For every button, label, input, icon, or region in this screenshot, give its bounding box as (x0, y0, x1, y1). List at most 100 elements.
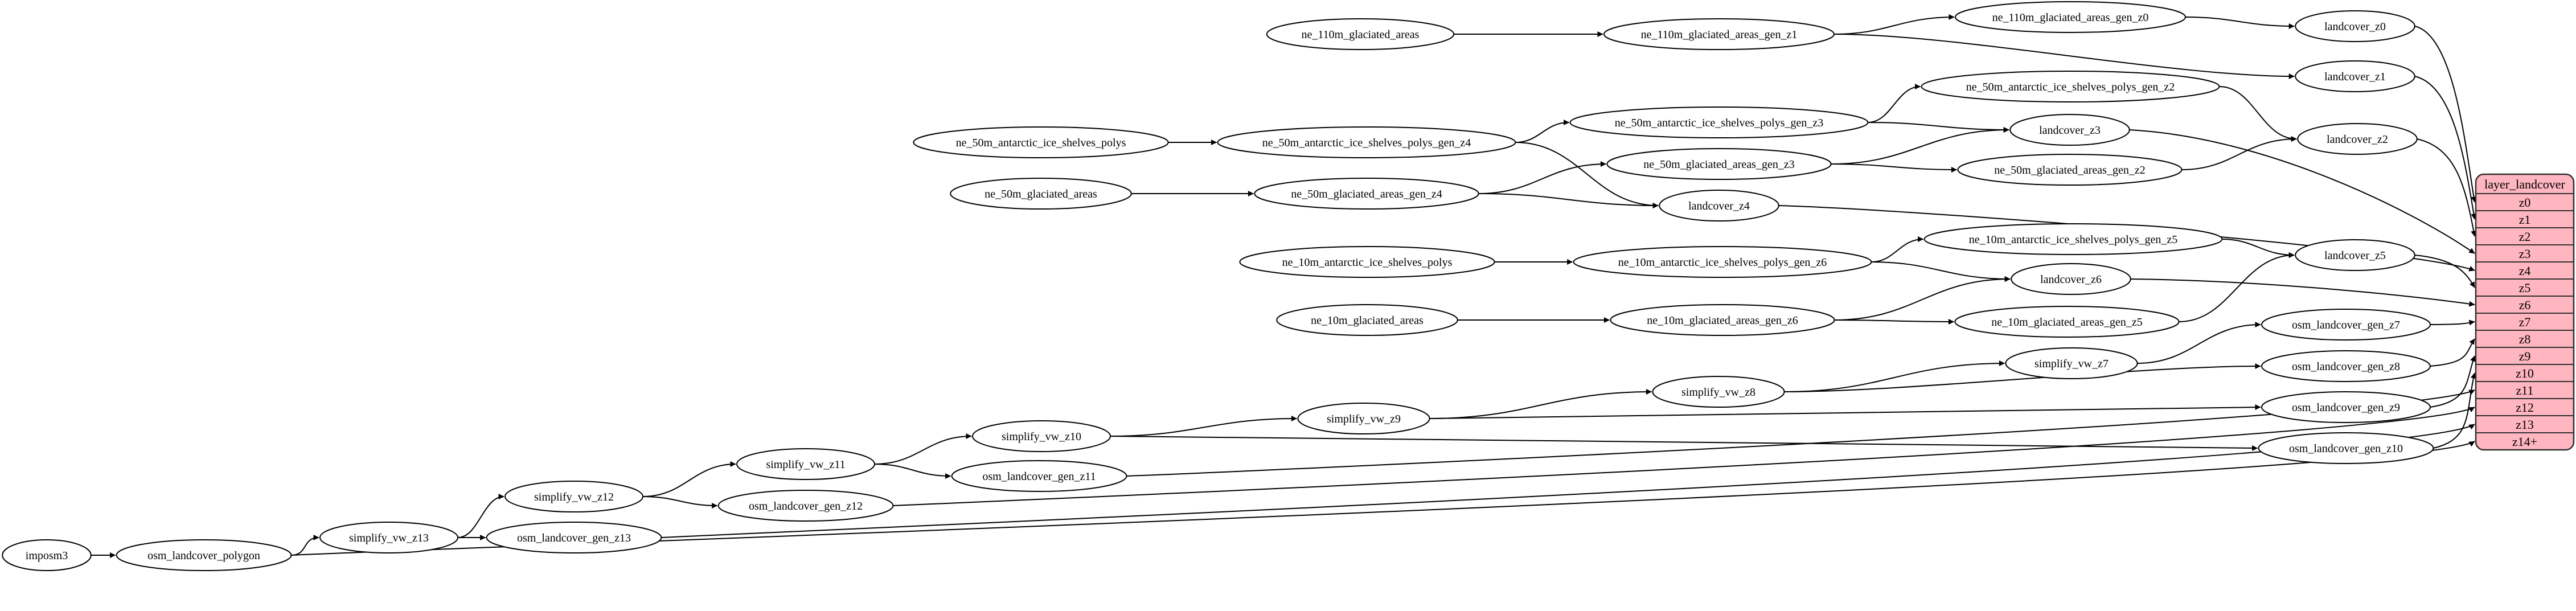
node-label: ne_10m_glaciated_areas_gen_z5 (1991, 316, 2142, 329)
edge-landcover_z2-to-layer-row-z2 (2417, 138, 2477, 237)
node-label: simplify_vw_z10 (1002, 430, 1081, 443)
edge-osm_landcover_gen_z7-to-layer-row-z7 (2430, 319, 2475, 326)
edge-ne_10m_antarctic_ice_shelves_polys_gen_z6-to-landcover_z6 (1871, 261, 2011, 282)
node-label: ne_110m_glaciated_areas_gen_z1 (1641, 28, 1798, 41)
node-ellipse (2261, 391, 2431, 423)
edge-simplify_vw_z10-to-osm_landcover_gen_z10 (1110, 436, 2258, 451)
node-ne_110m_glaciated_areas_gen_z0: ne_110m_glaciated_areas_gen_z0 (1955, 1, 2186, 33)
node-label: osm_landcover_polygon (147, 550, 260, 562)
node-landcover_z4: landcover_z4 (1659, 190, 1779, 222)
node-label: landcover_z2 (2327, 133, 2388, 146)
node-imposm3: imposm3 (2, 539, 92, 571)
node-label: simplify_vw_z12 (534, 491, 614, 503)
node-landcover_z5: landcover_z5 (2295, 239, 2415, 271)
node-ellipse (2295, 60, 2415, 92)
node-ellipse (717, 490, 894, 522)
node-ellipse (1254, 178, 1479, 210)
node-simplify_vw_z10: simplify_vw_z10 (972, 420, 1111, 452)
node-label: osm_landcover_gen_z7 (2292, 319, 2400, 331)
node-ellipse (504, 481, 643, 512)
node-landcover_z0: landcover_z0 (2295, 10, 2415, 42)
node-label: simplify_vw_z11 (766, 458, 845, 471)
node-ellipse (2, 539, 92, 571)
table-row: z1 (2519, 212, 2531, 227)
edge-ne_50m_antarctic_ice_shelves_polys_gen_z3-to-ne_50m_antarctic_ice_shelves_polys_gen_z2 (1868, 84, 1921, 123)
node-simplify_vw_z8: simplify_vw_z8 (1652, 376, 1785, 408)
node-label: landcover_z3 (2039, 124, 2101, 137)
node-landcover_z3: landcover_z3 (2009, 114, 2130, 146)
node-ellipse (1957, 154, 2183, 186)
node-osm_landcover_gen_z9: osm_landcover_gen_z9 (2261, 391, 2431, 423)
node-ellipse (1297, 403, 1430, 434)
node-osm_landcover_polygon: osm_landcover_polygon (116, 539, 292, 571)
node-label: ne_50m_glaciated_areas (985, 188, 1097, 200)
edge-landcover_z6-to-layer-row-z6 (2130, 278, 2475, 307)
node-ellipse (950, 178, 1132, 210)
node-label: ne_50m_glaciated_areas_gen_z2 (1994, 164, 2145, 177)
node-label: imposm3 (26, 550, 68, 562)
node-ne_50m_antarctic_ice_shelves_polys_gen_z2: ne_50m_antarctic_ice_shelves_polys_gen_z… (1921, 71, 2220, 102)
node-ellipse (2009, 114, 2130, 146)
node-ellipse (2261, 309, 2431, 341)
edge-ne_50m_glaciated_areas_gen_z4-to-ne_50m_glaciated_areas_gen_z3 (1478, 161, 1606, 194)
node-ellipse (2295, 10, 2415, 42)
table-row: z5 (2519, 281, 2531, 295)
node-osm_landcover_gen_z13: osm_landcover_gen_z13 (486, 522, 662, 553)
node-ellipse (1276, 304, 1458, 336)
table-row: z9 (2519, 349, 2531, 363)
edge-ne_50m_glaciated_areas_gen_z2-to-landcover_z2 (2181, 136, 2297, 170)
node-label: ne_10m_antarctic_ice_shelves_polys (1282, 256, 1453, 269)
node-ne_10m_glaciated_areas: ne_10m_glaciated_areas (1276, 304, 1458, 336)
node-osm_landcover_gen_z8: osm_landcover_gen_z8 (2261, 350, 2431, 382)
table-row: z7 (2519, 315, 2531, 329)
table-row: z4 (2519, 264, 2531, 278)
edge-landcover_z5-to-layer-row-z5 (2414, 255, 2475, 288)
node-osm_landcover_gen_z12: osm_landcover_gen_z12 (717, 490, 894, 522)
node-label: ne_10m_antarctic_ice_shelves_polys_gen_z… (1969, 233, 2178, 246)
edges-layer (91, 14, 2477, 558)
node-ellipse (1569, 106, 1869, 138)
node-ellipse (2297, 123, 2418, 155)
node-label: osm_landcover_gen_z12 (749, 500, 863, 512)
node-label: ne_10m_glaciated_areas (1311, 314, 1424, 327)
edge-simplify_vw_z9-to-simplify_vw_z8 (1429, 389, 1652, 419)
node-label: osm_landcover_gen_z13 (517, 532, 631, 544)
node-ne_110m_glaciated_areas_gen_z1: ne_110m_glaciated_areas_gen_z1 (1603, 18, 1835, 50)
edge-ne_50m_antarctic_ice_shelves_polys_gen_z4-to-landcover_z4 (1515, 142, 1659, 208)
edge-osm_landcover_gen_z9-to-layer-row-z9 (2430, 355, 2476, 408)
node-label: osm_landcover_gen_z8 (2292, 360, 2400, 373)
edge-simplify_vw_z11-to-osm_landcover_gen_z11 (874, 464, 951, 479)
node-ne_50m_antarctic_ice_shelves_polys_gen_z3: ne_50m_antarctic_ice_shelves_polys_gen_z… (1569, 106, 1869, 138)
table-row: z2 (2519, 229, 2531, 244)
node-ne_10m_glaciated_areas_gen_z5: ne_10m_glaciated_areas_gen_z5 (1954, 306, 2180, 338)
node-osm_landcover_gen_z7: osm_landcover_gen_z7 (2261, 309, 2431, 341)
node-osm_landcover_gen_z10: osm_landcover_gen_z10 (2258, 432, 2434, 464)
node-label: simplify_vw_z13 (349, 532, 429, 544)
node-simplify_vw_z9: simplify_vw_z9 (1297, 403, 1430, 434)
node-label: ne_50m_glaciated_areas_gen_z4 (1291, 188, 1442, 200)
table-row: z13 (2516, 417, 2534, 432)
layer-landcover-table: layer_landcoverz0z1z2z3z4z5z6z7z8z9z10z1… (2475, 173, 2575, 451)
node-simplify_vw_z12: simplify_vw_z12 (504, 481, 643, 512)
edge-simplify_vw_z12-to-osm_landcover_gen_z12 (642, 496, 718, 509)
node-ellipse (1573, 246, 1872, 278)
node-ellipse (319, 522, 458, 553)
edge-ne_50m_glaciated_areas_gen_z3-to-landcover_z3 (1831, 127, 2009, 165)
edge-landcover_z0-to-layer-row-z0 (2414, 26, 2477, 203)
node-ellipse (2005, 347, 2138, 379)
edge-ne_110m_glaciated_areas_gen_z0-to-landcover_z0 (2185, 17, 2295, 29)
node-ne_50m_glaciated_areas_gen_z4: ne_50m_glaciated_areas_gen_z4 (1254, 178, 1479, 210)
node-ellipse (1923, 223, 2223, 255)
table-title: layer_landcover (2484, 177, 2565, 191)
table-row: z14+ (2512, 434, 2537, 449)
edge-simplify_vw_z12-to-simplify_vw_z11 (642, 461, 736, 497)
node-ellipse (1603, 18, 1835, 50)
node-label: ne_50m_antarctic_ice_shelves_polys_gen_z… (1966, 81, 2175, 93)
node-label: landcover_z5 (2324, 249, 2386, 262)
node-ne_50m_glaciated_areas_gen_z2: ne_50m_glaciated_areas_gen_z2 (1957, 154, 2183, 186)
node-ellipse (2258, 432, 2434, 464)
edge-simplify_vw_z8-to-simplify_vw_z7 (1784, 360, 2005, 392)
node-ne_50m_glaciated_areas: ne_50m_glaciated_areas (950, 178, 1132, 210)
node-label: osm_landcover_gen_z10 (2289, 442, 2403, 455)
node-label: simplify_vw_z8 (1681, 386, 1755, 399)
